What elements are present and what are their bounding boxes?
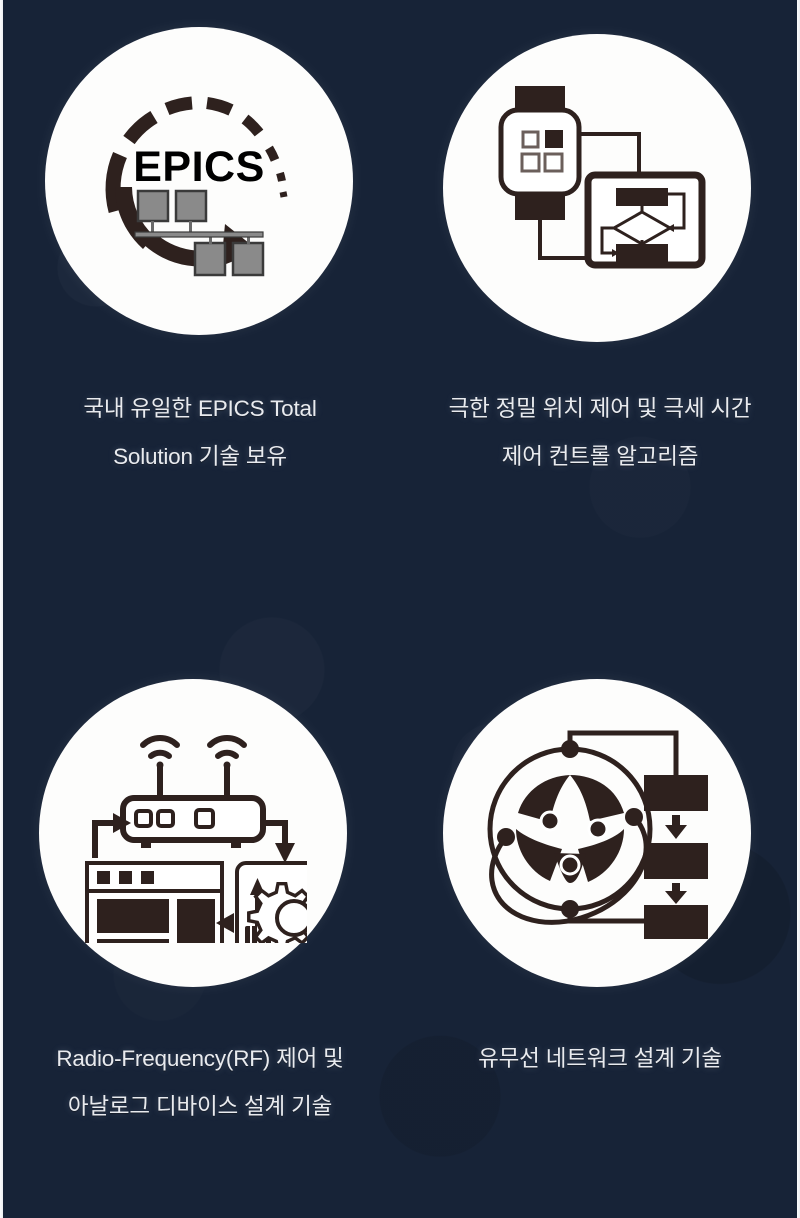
feature-caption: Radio-Frequency(RF) 제어 및 아날로그 디바이스 설계 기술 <box>56 1046 344 1119</box>
icon-badge <box>443 34 751 342</box>
icon-badge: EPICS <box>45 27 353 335</box>
smartwatch-flowchart-icon <box>498 86 706 269</box>
svg-text:EPICS: EPICS <box>133 143 265 191</box>
global-network-flow-icon <box>487 730 708 939</box>
feature-card-precision-motion-control[interactable]: 극한 정밀 위치 제어 및 극세 시간 제어 컨트롤 알고리즘 <box>400 0 800 609</box>
feature-caption: 극한 정밀 위치 제어 및 극세 시간 제어 컨트롤 알고리즘 <box>448 396 752 469</box>
icon-badge <box>443 679 751 987</box>
feature-card-epics-total-solution[interactable]: EPICS <box>0 0 400 609</box>
feature-caption: 국내 유일한 EPICS Total Solution 기술 보유 <box>83 396 317 469</box>
circle-background <box>39 679 347 987</box>
circle-background <box>443 679 751 987</box>
epics-network-cycle-icon: EPICS <box>105 96 288 277</box>
page-left-margin <box>0 0 3 1218</box>
page-right-margin <box>797 0 800 1218</box>
feature-caption: 유무선 네트워크 설계 기술 <box>478 1046 722 1071</box>
feature-card-rf-analog-device-design[interactable]: Radio-Frequency(RF) 제어 및 아날로그 디바이스 설계 기술 <box>0 609 400 1218</box>
circle-background <box>443 34 751 342</box>
icon-badge <box>39 679 347 987</box>
circle-background: EPICS <box>45 27 353 335</box>
wireless-router-settings-icon <box>85 734 307 943</box>
feature-card-wired-wireless-network-design[interactable]: 유무선 네트워크 설계 기술 <box>400 609 800 1218</box>
